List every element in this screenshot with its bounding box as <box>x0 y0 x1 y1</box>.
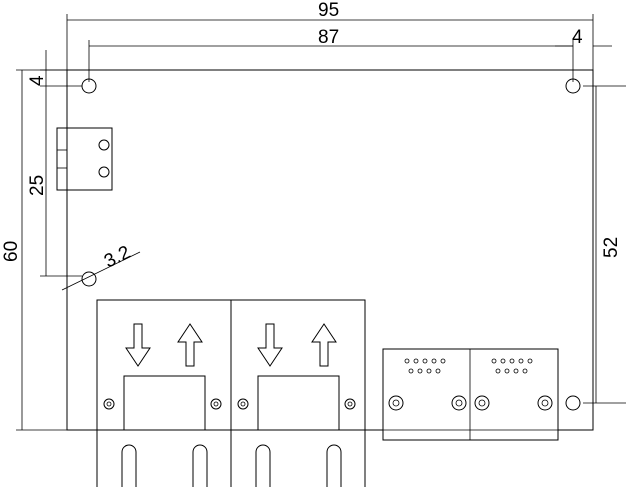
db9-connector-2 <box>474 358 553 411</box>
dimension-60: 60 <box>1 69 67 431</box>
up-arrow-icon <box>177 323 203 367</box>
down-arrow-icon <box>257 323 283 367</box>
down-arrow-icon <box>125 323 151 367</box>
dimension-95: 95 <box>66 0 594 70</box>
db9-connector-block <box>382 348 559 441</box>
db9-connector-1 <box>388 358 467 411</box>
mounting-hole-top-right <box>565 78 581 94</box>
dimension-60-label: 60 <box>1 241 22 262</box>
dimension-4-top-label: 4 <box>27 75 48 86</box>
dimension-87-label: 87 <box>318 27 339 48</box>
dimension-25: 25 <box>27 175 82 277</box>
dimension-4-right: 4 <box>555 27 612 48</box>
dimension-95-label: 95 <box>318 0 339 21</box>
sfp-port-2 <box>257 375 340 431</box>
dimension-87: 87 <box>88 27 574 82</box>
dimension-4-right-label: 4 <box>572 27 583 48</box>
mounting-hole-mid-left <box>81 271 97 287</box>
up-arrow-icon <box>311 323 337 367</box>
mounting-hole-top-left <box>81 78 97 94</box>
dimension-52-label: 52 <box>601 237 622 258</box>
power-connector <box>56 127 113 191</box>
dimension-25-label: 25 <box>27 175 48 196</box>
dimension-52: 52 <box>583 85 626 404</box>
dimension-3-2: 3.2 <box>61 242 141 291</box>
sfp-port-1 <box>123 375 206 431</box>
dimension-4-top: 4 <box>27 50 82 276</box>
mounting-hole-bottom-right <box>565 395 581 411</box>
sfp-cage-1 <box>96 299 232 487</box>
dimension-3-2-label: 3.2 <box>101 242 134 272</box>
sfp-cage-2 <box>230 299 366 487</box>
